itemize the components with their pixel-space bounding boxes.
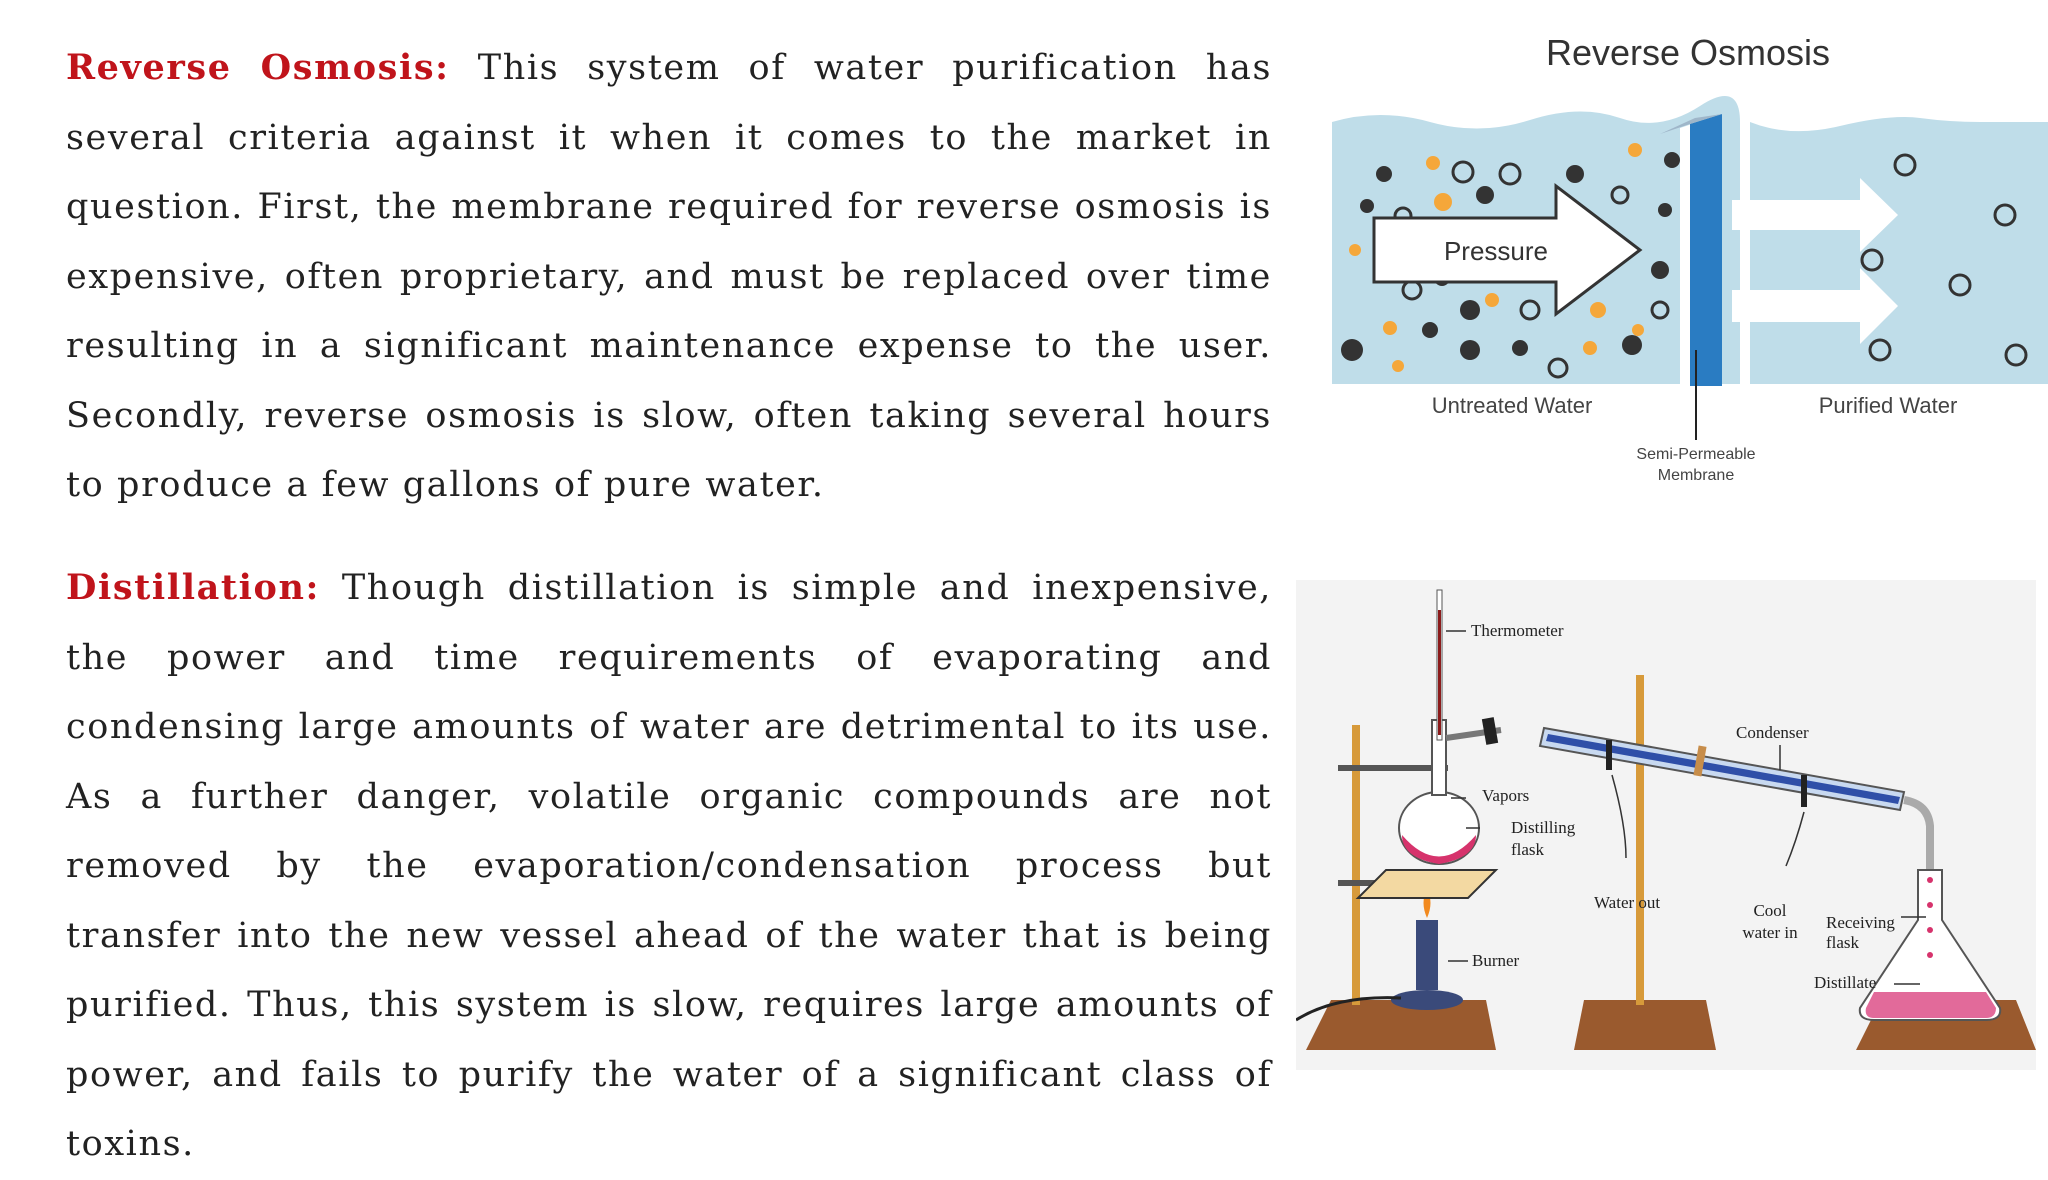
burner-base bbox=[1391, 990, 1463, 1010]
thermometer-label: Thermometer bbox=[1471, 621, 1564, 640]
water-in-port bbox=[1801, 775, 1807, 807]
membrane-label-line2: Membrane bbox=[1658, 467, 1735, 484]
side-arm-stopper bbox=[1481, 717, 1499, 745]
condenser-label: Condenser bbox=[1736, 723, 1809, 742]
distillation-heading: Distillation: bbox=[66, 567, 321, 608]
membrane bbox=[1690, 114, 1722, 386]
water-out-port bbox=[1606, 740, 1612, 770]
wire-gauze bbox=[1355, 869, 1499, 899]
purified-water-label: Purified Water bbox=[1819, 393, 1958, 418]
untreated-water-label: Untreated Water bbox=[1432, 393, 1593, 418]
distillation-paragraph: Distillation: Though distillation is sim… bbox=[66, 553, 1272, 1180]
upper-clamp bbox=[1338, 765, 1448, 771]
distillation-diagram: Thermometer Condenser Vapors Distilling … bbox=[1296, 580, 2036, 1070]
reverse-osmosis-body: This system of water purification has se… bbox=[66, 48, 1272, 505]
reverse-osmosis-svg: Reverse Osmosis Pressure bbox=[1332, 32, 2048, 484]
purified-particles bbox=[1860, 153, 2028, 367]
distilling-flask-liquid bbox=[1402, 835, 1476, 864]
cool-water-label-2: water in bbox=[1742, 923, 1798, 942]
burner-label: Burner bbox=[1472, 951, 1520, 970]
reverse-osmosis-paragraph: Reverse Osmosis: This system of water pu… bbox=[66, 33, 1272, 521]
water-out-pointer bbox=[1611, 774, 1627, 859]
flow-arrow-2 bbox=[1732, 268, 1898, 344]
reverse-osmosis-diagram: Reverse Osmosis Pressure bbox=[1320, 10, 2048, 510]
receiving-flask bbox=[1858, 869, 2002, 1021]
reverse-osmosis-heading: Reverse Osmosis: bbox=[66, 47, 450, 88]
cool-water-label-1: Cool bbox=[1753, 901, 1786, 920]
distilling-flask-label-2: flask bbox=[1511, 840, 1545, 859]
flow-arrow-1 bbox=[1732, 178, 1898, 252]
condenser-clamp bbox=[1693, 745, 1707, 777]
left-rod bbox=[1352, 725, 1360, 1005]
water-out-label: Water out bbox=[1594, 893, 1660, 912]
distillation-body: Though distillation is simple and inexpe… bbox=[66, 568, 1273, 1164]
ro-diagram-title: Reverse Osmosis bbox=[1546, 32, 1830, 73]
burner-body bbox=[1416, 920, 1438, 990]
membrane-label-line1: Semi-Permeable bbox=[1636, 446, 1755, 463]
cool-water-pointer bbox=[1785, 811, 1805, 867]
vapors-label: Vapors bbox=[1482, 786, 1529, 805]
adapter bbox=[1903, 796, 1934, 880]
condenser-inner-tube bbox=[1546, 734, 1900, 804]
distillate-drops bbox=[1927, 877, 1933, 958]
receiving-flask-label-2: flask bbox=[1826, 933, 1860, 952]
middle-stand-base bbox=[1574, 1000, 1716, 1050]
burner-hose bbox=[1296, 996, 1402, 1022]
distillation-svg: Thermometer Condenser Vapors Distilling … bbox=[1296, 589, 2036, 1050]
distillate-label: Distillate bbox=[1814, 973, 1876, 992]
distillate-liquid bbox=[1865, 992, 1996, 1018]
left-stand-base bbox=[1306, 1000, 1496, 1050]
thermometer-column bbox=[1438, 610, 1441, 735]
distilling-flask-label-1: Distilling bbox=[1511, 818, 1576, 837]
pressure-label: Pressure bbox=[1444, 236, 1548, 266]
pressure-arrow bbox=[1372, 182, 1643, 318]
receiving-flask-label-1: Receiving bbox=[1826, 913, 1895, 932]
middle-rod bbox=[1636, 675, 1644, 1005]
